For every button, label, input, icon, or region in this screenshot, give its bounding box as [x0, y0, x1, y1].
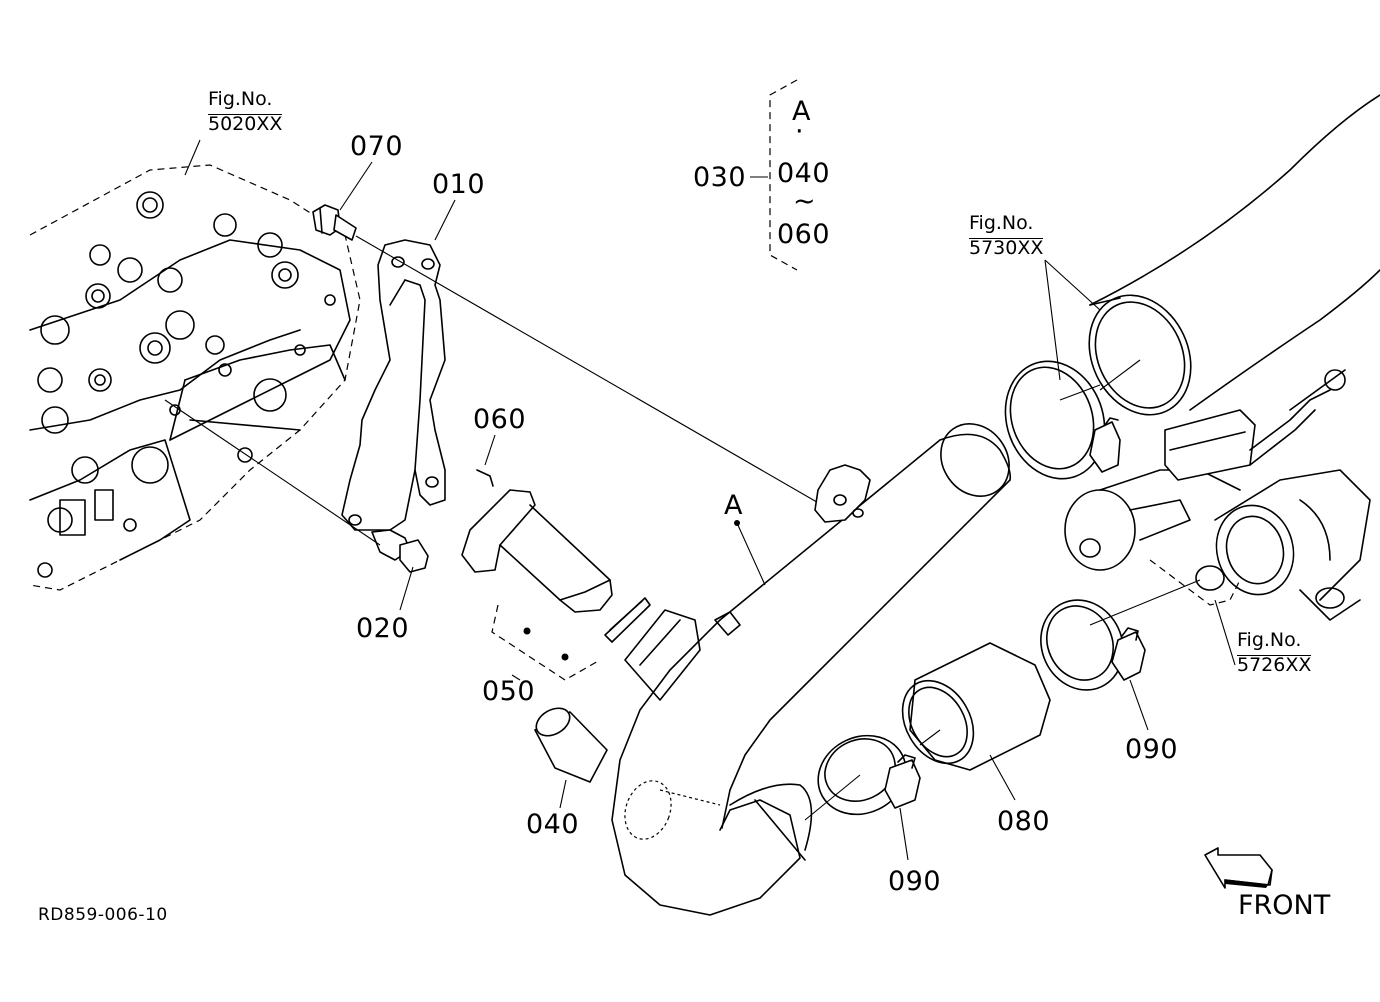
front-arrow-icon [1204, 847, 1273, 889]
part-label-070: 070 [350, 131, 404, 162]
fig-ref-caption: Fig.No. [1237, 629, 1302, 651]
front-label: FRONT [1238, 890, 1331, 921]
fig-ref-caption: Fig.No. [969, 212, 1034, 234]
part-label-050: 050 [482, 676, 536, 707]
bracket-label-tilde: ~ [793, 186, 817, 217]
bracket-label-top: A [792, 96, 811, 127]
bracket-010-drawing [341, 239, 446, 531]
bracket-label-to: 060 [777, 219, 831, 250]
cylinder-head-drawing [29, 164, 361, 591]
group-bracket [769, 79, 798, 271]
bolt-070-drawing [312, 204, 357, 241]
intake-pipe-drawing [611, 423, 1012, 916]
drawing-code: RD859-006-10 [38, 905, 168, 925]
hose-040-drawing [534, 707, 608, 783]
part-label-090-right: 090 [1125, 734, 1179, 765]
mount-line-upper [355, 235, 823, 506]
fig-ref-caption: Fig.No. [208, 88, 273, 110]
part-label-060: 060 [473, 404, 527, 435]
part-label-090-lower: 090 [888, 866, 942, 897]
part-label-040: 040 [526, 809, 580, 840]
part-label-030: 030 [693, 162, 747, 193]
fig-ref-5730[interactable]: Fig.No. 5730XX [969, 212, 1044, 259]
fig-ref-5726[interactable]: Fig.No. 5726XX [1237, 629, 1312, 676]
callout-a: A [724, 490, 743, 521]
clamp-090-right-drawing [1040, 599, 1146, 691]
flange-050-drawing [461, 469, 701, 701]
part-label-020: 020 [356, 613, 410, 644]
bolt-020-drawing [371, 529, 429, 573]
part-label-010: 010 [432, 169, 486, 200]
fig-ref-number: 5726XX [1237, 654, 1312, 676]
clamp-top-drawing [1004, 360, 1121, 480]
bracket-label-dot: · [795, 116, 805, 147]
fig-ref-number: 5020XX [208, 113, 283, 135]
mount-line-lower [164, 399, 381, 546]
bracket-label-from: 040 [777, 158, 831, 189]
part-label-080: 080 [997, 806, 1051, 837]
fig-ref-5020[interactable]: Fig.No. 5020XX [208, 88, 283, 135]
air-duct-drawing [1088, 94, 1380, 416]
hose-080-drawing [901, 642, 1051, 771]
fig-ref-number: 5730XX [969, 237, 1044, 259]
turbocharger-drawing [1064, 369, 1371, 621]
leader-lines [184, 139, 1236, 861]
clamp-090-lower-drawing [817, 734, 921, 816]
